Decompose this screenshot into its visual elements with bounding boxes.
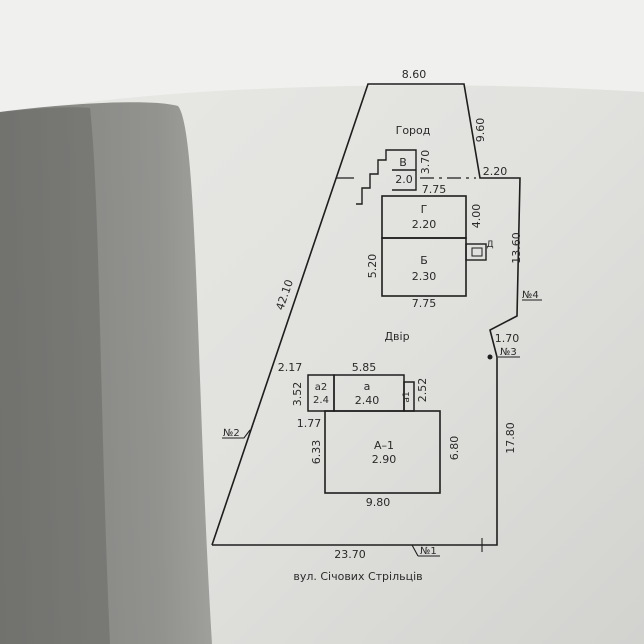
annex-d-outline: [465, 243, 487, 261]
marker-p3-label: №3: [500, 347, 517, 358]
building-a2-dim-top: 2.17: [278, 361, 303, 374]
building-a2-dim-bottom: 1.77: [297, 417, 322, 430]
building-v-dim: 3.70: [419, 150, 432, 175]
building-b-dim-bottom: 7.75: [412, 297, 437, 310]
marker-p2-leader: [222, 429, 251, 439]
plot-boundary: [211, 83, 521, 546]
building-a1-main-outline: [324, 410, 441, 494]
building-main-dim-left: 6.33: [310, 440, 323, 465]
building-a-dim-top: 5.85: [352, 361, 377, 374]
building-main-dim-bottom: 9.80: [366, 496, 391, 509]
building-v-outline: [356, 149, 417, 205]
building-v-letter: В: [399, 156, 407, 169]
street-name: вул. Січових Стрільців: [293, 570, 422, 583]
marker-p1-label: №1: [420, 546, 437, 557]
paper-highlight: [0, 0, 644, 114]
marker-p3-dot: [487, 354, 493, 360]
building-main-letter: А–1: [374, 439, 394, 452]
building-b-outline: [381, 237, 467, 297]
dim-notch: 1.70: [495, 332, 520, 345]
dim-right-upper: 9.60: [474, 118, 487, 143]
dim-step: 2.20: [483, 165, 508, 178]
dim-right-middle: 13.60: [510, 232, 523, 264]
building-b-letter: Б: [420, 254, 428, 267]
building-a-value: 2.40: [355, 394, 380, 407]
dim-right-lower: 17.80: [504, 422, 517, 454]
building-a2-dim-left: 3.52: [291, 382, 304, 407]
camera-shadow-inner: [0, 107, 110, 644]
zone-yard-label: Двір: [384, 330, 409, 343]
building-b-value: 2.30: [412, 270, 437, 283]
building-main-dim-right: 6.80: [448, 436, 461, 461]
building-a-letter: а: [364, 380, 371, 393]
building-g-letter: Г: [421, 203, 428, 216]
building-b-dim-side: 5.20: [366, 254, 379, 279]
dim-bottom: 23.70: [334, 548, 366, 561]
building-main-value: 2.90: [372, 453, 397, 466]
building-g-value: 2.20: [412, 218, 437, 231]
building-g-dim-side: 4.00: [470, 204, 483, 229]
annex-d-letter: Д: [486, 240, 493, 250]
annex-d-inner: [471, 247, 483, 257]
building-a1-dim-right: 2.52: [416, 378, 429, 403]
building-a1-letter: а1: [402, 391, 412, 402]
dim-top: 8.60: [402, 68, 427, 81]
marker-p4-label: №4: [522, 290, 539, 301]
marker-p2-label: №2: [223, 428, 240, 439]
building-a2-value: 2.4: [313, 395, 329, 406]
building-a2-letter: а2: [315, 382, 328, 393]
building-g-dim-top: 7.75: [422, 183, 447, 196]
zone-garden-label: Город: [396, 124, 431, 137]
building-v-value: 2.0: [395, 173, 413, 186]
marker-p1-tick: [411, 544, 419, 557]
camera-shadow: [0, 102, 212, 644]
